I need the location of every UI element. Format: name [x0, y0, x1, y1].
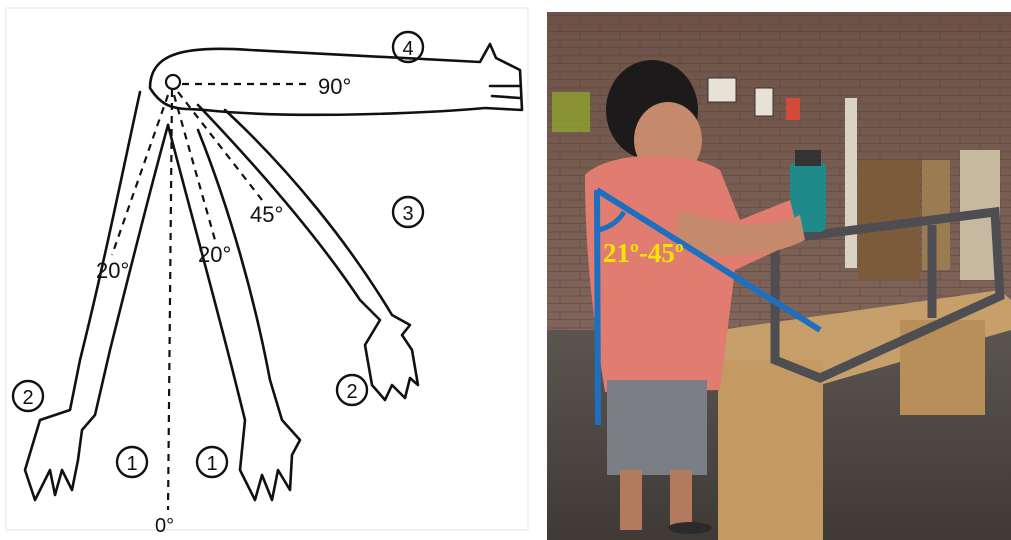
overlay-vertical-line — [597, 190, 598, 425]
router-tool-top — [795, 150, 821, 166]
svg-text:2: 2 — [346, 381, 357, 403]
angle-label-0: 0° — [155, 515, 174, 537]
angle-label-20-mid: 20° — [198, 242, 231, 267]
worker-leg-left — [620, 470, 642, 530]
workbench-leg-left — [718, 360, 823, 540]
svg-text:1: 1 — [126, 453, 137, 475]
svg-text:3: 3 — [402, 203, 413, 225]
angle-label-45: 45° — [250, 202, 283, 227]
workshop-photo: 21º-45º — [547, 12, 1011, 540]
wall-red-sign — [786, 98, 800, 120]
angle-label-20-left: 20° — [96, 258, 129, 283]
arm-posture-diagram: 90° 45° 20° 20° 0° 4 3 2 2 1 1 — [0, 0, 533, 540]
svg-text:4: 4 — [402, 38, 413, 60]
worker-sandal — [668, 522, 712, 534]
wall-picture — [708, 78, 736, 102]
svg-text:1: 1 — [206, 453, 217, 475]
diagram-background — [0, 0, 533, 540]
green-object — [552, 92, 590, 132]
plank — [845, 98, 857, 268]
worker-shorts — [607, 380, 707, 475]
angle-label-90: 90° — [318, 74, 351, 99]
worker-leg-right — [670, 470, 692, 530]
overlay-angle-text: 21º-45º — [603, 238, 684, 268]
wall-sign — [755, 88, 773, 116]
svg-text:2: 2 — [22, 387, 33, 409]
